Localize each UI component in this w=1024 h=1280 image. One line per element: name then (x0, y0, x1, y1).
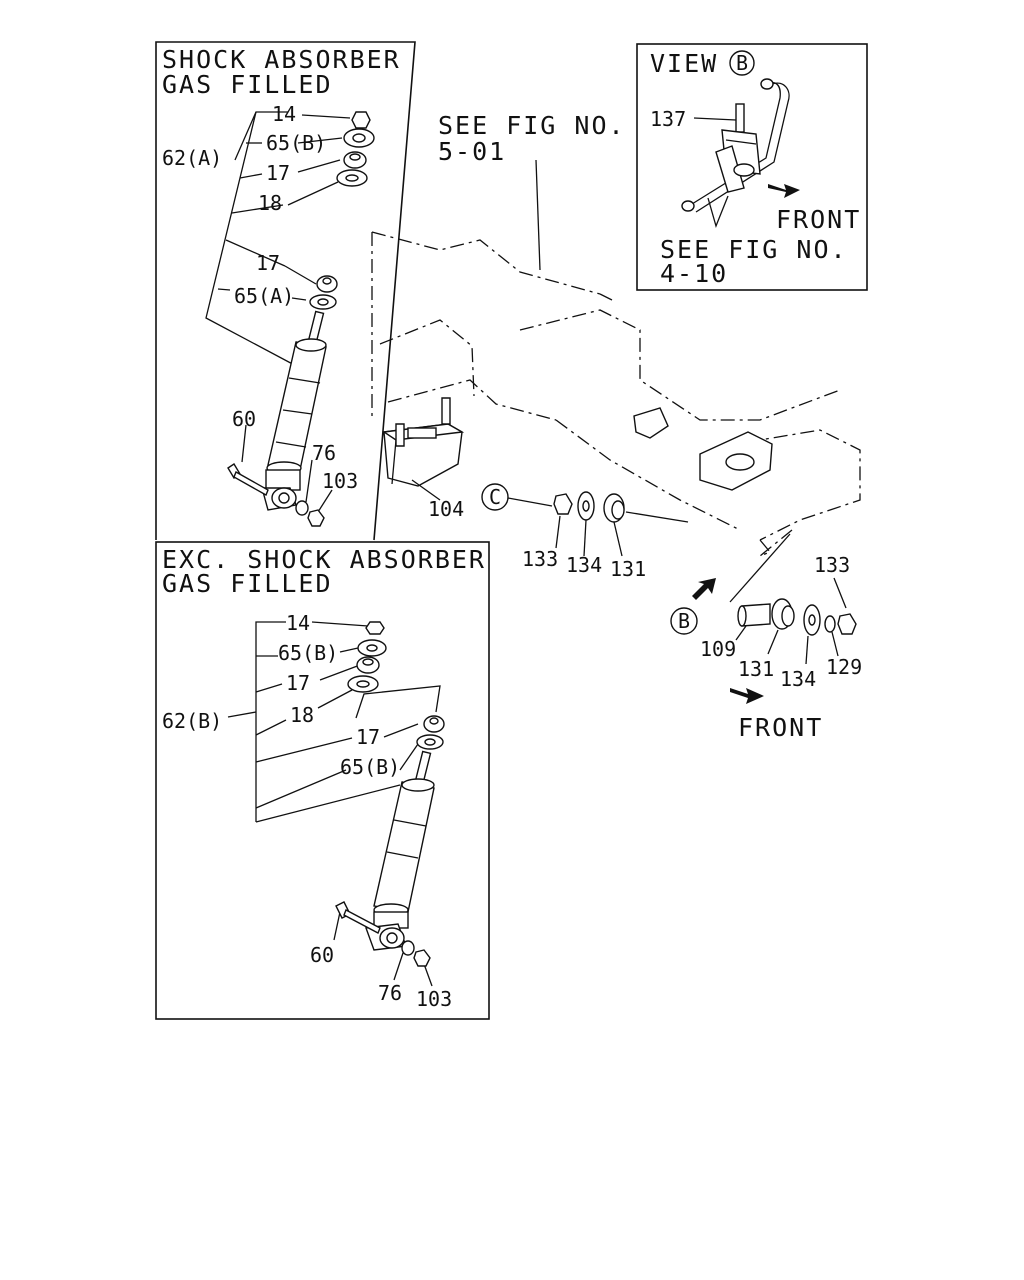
panel-exc-gas-filled: EXC. SHOCK ABSORBER GAS FILLED (155, 541, 490, 1020)
part-76-washer (295, 500, 309, 516)
part-65b-lower-washer-exc (416, 734, 444, 750)
callout-60-exc: 60 (310, 943, 334, 967)
view-see-fig-label: SEE FIG NO. (660, 235, 848, 264)
callout-76-exc: 76 (378, 981, 402, 1005)
callout-76: 76 (312, 441, 336, 465)
part-134-washer-upper (577, 491, 595, 521)
part-131-bushing-upper (603, 493, 625, 523)
panel-gas-filled: SHOCK ABSORBER GAS FILLED (155, 41, 416, 541)
callout-62a: 62(A) (162, 146, 222, 170)
part-134-washer-lower (803, 604, 821, 636)
part-109-collar (737, 603, 771, 627)
part-137-bracket (715, 103, 761, 193)
part-60-bolt (227, 463, 269, 497)
part-17-rubber-bushing (343, 151, 367, 169)
callout-14-exc: 14 (286, 611, 310, 635)
callout-129: 129 (826, 655, 862, 679)
part-60-bolt-exc (335, 901, 381, 934)
view-front-label: FRONT (776, 205, 861, 234)
part-62a-shock-absorber (261, 310, 327, 511)
callout-137: 137 (650, 107, 686, 131)
part-18-washer (336, 169, 368, 187)
view-see-fig-number: 4-10 (660, 259, 728, 288)
part-17-lower-bushing (316, 275, 338, 293)
part-18-washer-exc (347, 675, 379, 693)
callout-103-exc: 103 (416, 987, 452, 1011)
panel-exc-title-line2: GAS FILLED (162, 569, 333, 598)
callout-17-lower: 17 (256, 251, 280, 275)
panel-gas-title-line2: GAS FILLED (162, 70, 333, 99)
main-see-fig-label: SEE FIG NO. (438, 111, 626, 140)
callout-103: 103 (322, 469, 358, 493)
callout-17-exc: 17 (286, 671, 310, 695)
callout-65a: 65(A) (234, 284, 294, 308)
view-title: VIEW (650, 49, 718, 78)
panel-gas-title-line1: SHOCK ABSORBER (162, 45, 401, 74)
callout-18-exc: 18 (290, 703, 314, 727)
callout-65b: 65(B) (266, 131, 326, 155)
callout-131-lower: 131 (738, 657, 774, 681)
callout-65b-lower-exc: 65(B) (340, 755, 400, 779)
part-65b-washer-exc (357, 639, 387, 657)
callout-17-lower-exc: 17 (356, 725, 380, 749)
callout-131-upper: 131 (610, 557, 646, 581)
marker-b: B (678, 609, 690, 633)
callout-17: 17 (266, 161, 290, 185)
callout-133-upper: 133 (522, 547, 558, 571)
callout-60: 60 (232, 407, 256, 431)
callout-62b: 62(B) (162, 709, 222, 733)
view-marker-b: B (736, 51, 748, 75)
part-17-lower-bushing-exc (423, 715, 445, 733)
panel-view-b: VIEW B 137 FRONT SEE FIG NO. 4-10 (636, 43, 868, 291)
part-14-nut-exc (365, 621, 385, 635)
part-133-nut-upper (553, 493, 573, 515)
main-front-label: FRONT (738, 713, 823, 742)
callout-133-lower: 133 (814, 553, 850, 577)
part-129-washer-lower (824, 615, 836, 633)
marker-c: C (489, 485, 501, 509)
part-133-nut-lower (837, 613, 857, 635)
part-65a-washer (309, 294, 337, 310)
callout-104: 104 (428, 497, 464, 521)
part-103-nut (307, 509, 325, 527)
main-frame-assembly: SEE FIG NO. 5-01 104 C (371, 111, 862, 742)
part-76-washer-exc (401, 940, 415, 956)
part-17-bushing-exc (356, 656, 380, 674)
callout-109: 109 (700, 637, 736, 661)
part-131-bushing-lower (771, 598, 795, 630)
callout-134-upper: 134 (566, 553, 602, 577)
part-103-nut-exc (413, 949, 431, 967)
callout-65b-exc: 65(B) (278, 641, 338, 665)
part-14-nut (351, 111, 371, 129)
callout-18: 18 (258, 191, 282, 215)
panel-exc-title-line1: EXC. SHOCK ABSORBER (162, 545, 486, 574)
main-see-fig-number: 5-01 (438, 137, 506, 166)
part-62b-shock-absorber (365, 750, 435, 951)
part-65b-washer (343, 128, 375, 148)
callout-134-lower: 134 (780, 667, 816, 691)
callout-14: 14 (272, 102, 296, 126)
